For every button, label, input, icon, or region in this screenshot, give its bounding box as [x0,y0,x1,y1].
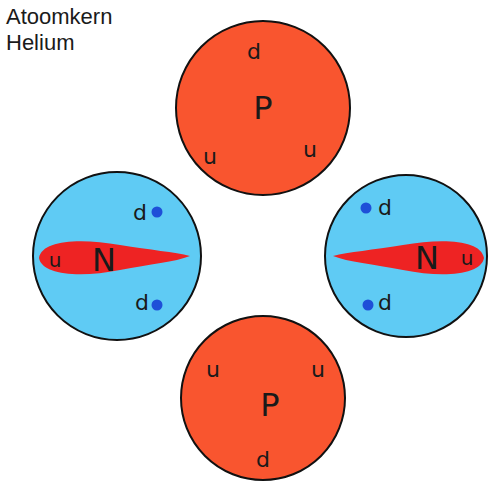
quark-label: u [206,359,220,381]
quark-label: u [303,139,317,161]
quark-label: d [378,197,392,219]
particle: dPu u [174,19,352,197]
particle: u uPd [179,314,347,482]
quark-label: d [133,202,147,224]
quark-label: d [256,449,270,471]
quark-label: d [378,292,392,314]
quark-label: d [247,41,261,63]
particle-circle [176,21,350,195]
particle-label: P [260,389,279,421]
particle: d u Nd [31,170,203,342]
quark-dot [152,300,163,311]
quark-cloud [333,241,484,274]
title: Atoomkern Helium [6,4,131,57]
particle-circle [33,172,201,340]
particle-label: P [253,92,272,124]
quark-label: u [311,359,325,381]
quark-label: u [203,146,217,168]
quark-dot [363,300,374,311]
quark-dot [152,207,163,218]
particle-circle [325,175,487,337]
quark-label: u [461,248,474,268]
particle-label: N [92,244,116,276]
particle: dNud [323,173,489,339]
quark-dot [361,203,372,214]
particle-label: N [415,242,439,274]
quark-label: d [135,292,149,314]
quark-label: u [49,250,62,270]
particle-circle [181,316,345,480]
